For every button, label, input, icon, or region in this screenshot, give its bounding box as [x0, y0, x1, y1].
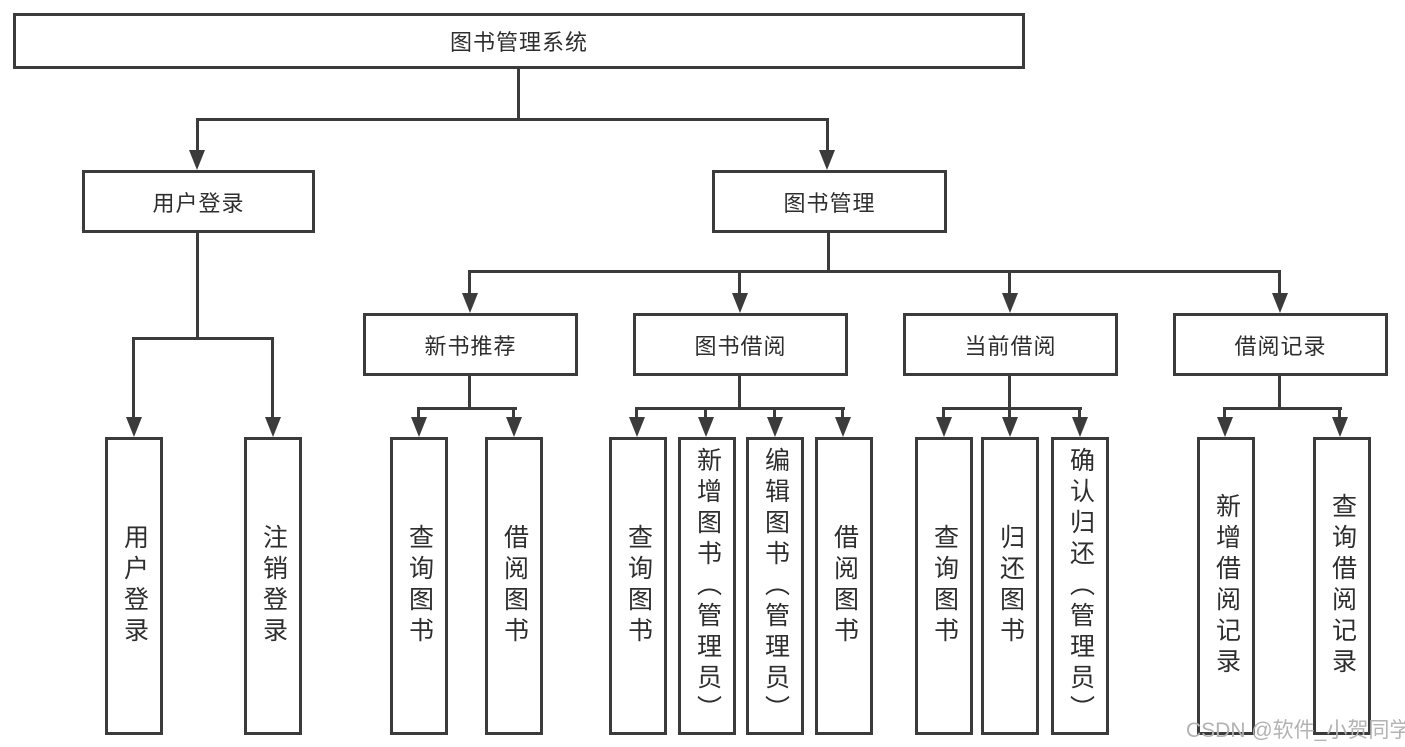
connector-borrowing-records-bus — [1223, 407, 1342, 410]
node-book-borrowing-label: 图书借阅 — [694, 333, 787, 359]
leaf-add-book-admin-label: 新增图书（管理员） — [693, 446, 722, 726]
leaf-query-book-borrowing: 查询图书 — [609, 437, 667, 735]
connector-new-book-recommend-stem — [468, 376, 471, 407]
arrowhead-edit-book-admin-icon — [767, 417, 783, 437]
node-borrowing-records: 借阅记录 — [1173, 313, 1388, 376]
connector-book-borrowing-bus — [635, 407, 845, 410]
connector-drop-return-book — [1008, 407, 1011, 419]
node-borrowing-records-label: 借阅记录 — [1234, 333, 1327, 359]
csdn-watermark: CSDN @软件_小贺同学 — [1186, 719, 1405, 742]
connector-root-bus — [196, 118, 829, 121]
node-current-borrowing: 当前借阅 — [903, 313, 1118, 376]
arrowhead-borrow-book-recommend-icon — [506, 417, 522, 437]
leaf-query-book-recommend-label: 查询图书 — [405, 524, 434, 648]
leaf-logout-label: 注销登录 — [259, 524, 288, 648]
node-book-management: 图书管理 — [712, 170, 947, 233]
arrowhead-new-book-recommend-icon — [462, 293, 478, 313]
leaf-edit-book-admin-label: 编辑图书（管理员） — [761, 446, 790, 726]
connector-root-stem — [517, 69, 520, 118]
leaf-confirm-return-admin-label: 确认归还（管理员） — [1066, 446, 1095, 726]
arrowhead-add-borrow-record-icon — [1217, 417, 1233, 437]
leaf-query-book-current-label: 查询图书 — [930, 524, 959, 648]
connector-drop-leaf-user-login — [132, 337, 135, 419]
connector-user-login-stem — [196, 233, 199, 337]
connector-drop-leaf-logout — [271, 337, 274, 419]
connector-drop-current-borrowing — [1008, 270, 1011, 296]
node-user-login-label: 用户登录 — [152, 190, 245, 216]
connector-current-borrowing-bus — [942, 407, 1082, 410]
connector-current-borrowing-stem — [1008, 376, 1011, 407]
connector-drop-confirm-return-admin — [1078, 407, 1081, 419]
leaf-query-borrow-record: 查询借阅记录 — [1313, 437, 1371, 735]
node-new-book-recommend: 新书推荐 — [363, 313, 578, 376]
connector-book-management-stem — [827, 233, 830, 270]
leaf-add-borrow-record: 新增借阅记录 — [1197, 437, 1255, 735]
leaf-add-borrow-record-label: 新增借阅记录 — [1212, 493, 1241, 679]
leaf-edit-book-admin: 编辑图书（管理员） — [746, 437, 804, 735]
leaf-query-borrow-record-label: 查询借阅记录 — [1328, 493, 1357, 679]
connector-drop-borrow-book — [841, 407, 844, 419]
node-root-label: 图书管理系统 — [449, 30, 588, 55]
connector-drop-edit-book-admin — [773, 407, 776, 419]
arrowhead-borrowing-records-icon — [1272, 293, 1288, 313]
node-new-book-recommend-label: 新书推荐 — [424, 333, 517, 359]
connector-drop-query-book-borrowing — [635, 407, 638, 419]
connector-user-login-bus — [132, 337, 274, 340]
leaf-query-book-recommend: 查询图书 — [390, 437, 448, 735]
node-current-borrowing-label: 当前借阅 — [964, 333, 1057, 359]
connector-drop-book-borrowing — [738, 270, 741, 296]
arrowhead-add-book-admin-icon — [698, 417, 714, 437]
leaf-query-book-current: 查询图书 — [915, 437, 973, 735]
connector-new-book-recommend-bus — [417, 407, 517, 410]
connector-book-management-bus — [468, 270, 1281, 273]
arrowhead-confirm-return-admin-icon — [1072, 417, 1088, 437]
leaf-borrow-book-recommend: 借阅图书 — [485, 437, 543, 735]
arrowhead-borrow-book-icon — [835, 417, 851, 437]
leaf-borrow-book: 借阅图书 — [815, 437, 873, 735]
node-user-login: 用户登录 — [82, 170, 315, 233]
connector-drop-query-book-recommend — [417, 407, 420, 419]
connector-drop-add-borrow-record — [1223, 407, 1226, 419]
leaf-add-book-admin: 新增图书（管理员） — [678, 437, 736, 735]
leaf-user-login-label: 用户登录 — [120, 524, 149, 648]
leaf-confirm-return-admin: 确认归还（管理员） — [1051, 437, 1109, 735]
arrowhead-leaf-user-login-icon — [126, 417, 142, 437]
node-book-borrowing: 图书借阅 — [633, 313, 848, 376]
arrowhead-query-book-current-icon — [936, 417, 952, 437]
connector-borrowing-records-stem — [1278, 376, 1281, 407]
leaf-logout: 注销登录 — [244, 437, 302, 735]
arrowhead-query-book-recommend-icon — [411, 417, 427, 437]
connector-drop-borrow-book-recommend — [512, 407, 515, 419]
arrowhead-book-management-icon — [819, 150, 835, 170]
connector-drop-add-book-admin — [704, 407, 707, 419]
connector-drop-query-book-current — [942, 407, 945, 419]
connector-drop-query-borrow-record — [1338, 407, 1341, 419]
leaf-query-book-borrowing-label: 查询图书 — [624, 524, 653, 648]
arrowhead-current-borrowing-icon — [1002, 293, 1018, 313]
node-book-management-label: 图书管理 — [783, 190, 876, 216]
connector-drop-book-management — [826, 118, 829, 154]
connector-drop-user-login — [196, 118, 199, 154]
arrowhead-user-login-icon — [189, 150, 205, 170]
arrowhead-query-borrow-record-icon — [1332, 417, 1348, 437]
leaf-return-book: 归还图书 — [981, 437, 1039, 735]
leaf-borrow-book-label: 借阅图书 — [830, 524, 859, 648]
node-root-library-management-system: 图书管理系统 — [13, 13, 1025, 69]
arrowhead-leaf-logout-icon — [265, 417, 281, 437]
arrowhead-query-book-borrowing-icon — [629, 417, 645, 437]
arrowhead-return-book-icon — [1002, 417, 1018, 437]
connector-drop-borrowing-records — [1278, 270, 1281, 296]
connector-book-borrowing-stem — [738, 376, 741, 407]
leaf-borrow-book-recommend-label: 借阅图书 — [500, 524, 529, 648]
connector-drop-new-book-recommend — [468, 270, 471, 296]
leaf-return-book-label: 归还图书 — [996, 524, 1025, 648]
leaf-user-login: 用户登录 — [105, 437, 163, 735]
arrowhead-book-borrowing-icon — [732, 293, 748, 313]
